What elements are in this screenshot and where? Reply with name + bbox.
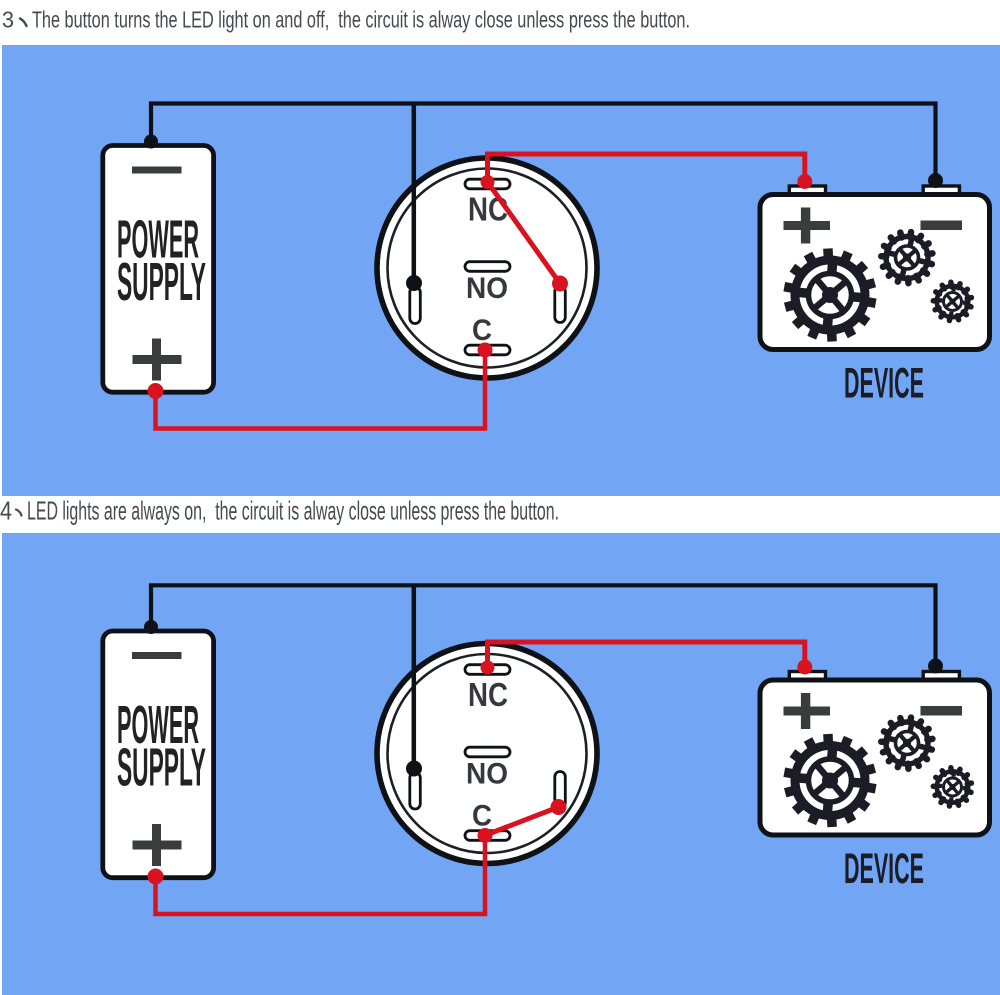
- svg-text:POWER: POWER: [117, 210, 199, 270]
- svg-text:NO: NO: [466, 272, 508, 305]
- svg-text:3: 3: [2, 6, 14, 32]
- svg-text:DEVICE: DEVICE: [844, 360, 924, 408]
- svg-text:C: C: [472, 314, 492, 347]
- svg-text:LED lights are always on, the: LED lights are always on, the circuit is…: [27, 497, 559, 525]
- svg-text:SUPPLY: SUPPLY: [117, 738, 206, 798]
- svg-text:4: 4: [0, 497, 12, 525]
- svg-text:NO: NO: [466, 758, 508, 791]
- svg-text:NC: NC: [468, 677, 508, 714]
- svg-text:DEVICE: DEVICE: [844, 845, 924, 893]
- svg-text:POWER: POWER: [117, 695, 199, 755]
- svg-text:NC: NC: [468, 192, 508, 229]
- svg-text:The button turns the LED light: The button turns the LED light on and of…: [32, 6, 690, 32]
- svg-text:C: C: [472, 800, 492, 833]
- svg-text:SUPPLY: SUPPLY: [117, 252, 206, 312]
